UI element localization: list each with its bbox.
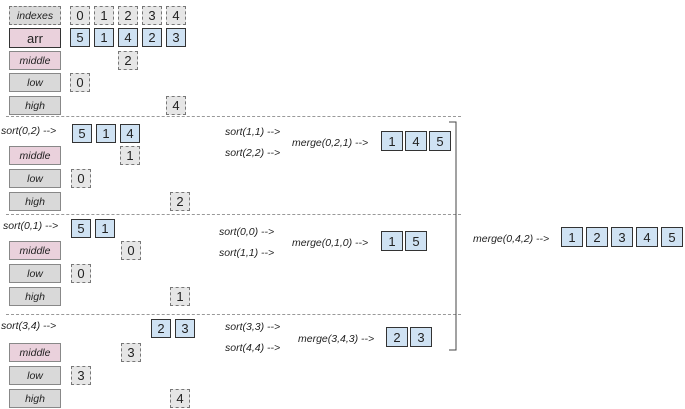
- sub-sort-call: sort(0,0) -->: [219, 226, 275, 238]
- middle-value: 2: [118, 51, 138, 70]
- middle-label: middle: [9, 343, 61, 362]
- final-result-cell: 2: [586, 227, 608, 247]
- high-label: high: [9, 389, 61, 408]
- sub-sort-call: sort(3,3) -->: [225, 321, 281, 333]
- index-cell: 3: [142, 6, 162, 25]
- low-label: low: [9, 73, 61, 92]
- sort-call: sort(3,4) -->: [1, 320, 57, 332]
- final-result-cell: 1: [561, 227, 583, 247]
- merge-result-cell: 1: [381, 231, 403, 251]
- array-cell: 5: [72, 124, 92, 143]
- array-cell: 4: [120, 124, 140, 143]
- merge-result-cell: 5: [405, 231, 427, 251]
- arr-label: arr: [9, 28, 61, 48]
- array-cell: 3: [175, 319, 195, 338]
- merge-result-cell: 1: [381, 131, 403, 151]
- array-cell: 1: [96, 124, 116, 143]
- merge-result-cell: 5: [429, 131, 451, 151]
- middle-label: middle: [9, 241, 61, 260]
- high-label: high: [9, 287, 61, 306]
- array-cell: 1: [95, 219, 115, 238]
- low-label: low: [9, 169, 61, 188]
- middle-label: middle: [9, 146, 61, 165]
- sub-sort-call: sort(1,1) -->: [225, 126, 281, 138]
- arr-cell: 2: [142, 28, 162, 47]
- low-value: 0: [70, 73, 90, 92]
- index-cell: 4: [166, 6, 186, 25]
- low-label: low: [9, 366, 61, 385]
- index-cell: 2: [118, 6, 138, 25]
- middle-value: 3: [121, 343, 141, 362]
- merge-call: merge(3,4,3) -->: [298, 333, 375, 345]
- index-cell: 1: [94, 6, 114, 25]
- sub-sort-call: sort(2,2) -->: [225, 147, 281, 159]
- sort-call: sort(0,1) -->: [3, 220, 59, 232]
- index-cell: 0: [70, 6, 90, 25]
- high-value: 1: [170, 287, 190, 306]
- middle-label: middle: [9, 51, 61, 70]
- final-result-cell: 3: [611, 227, 633, 247]
- low-value: 3: [71, 366, 91, 385]
- high-label: high: [9, 192, 61, 211]
- sub-sort-call: sort(1,1) -->: [219, 247, 275, 259]
- merge-result-cell: 2: [386, 327, 408, 347]
- low-label: low: [9, 264, 61, 283]
- final-merge-call: merge(0,4,2) -->: [473, 233, 550, 245]
- arr-cell: 3: [166, 28, 186, 47]
- middle-value: 1: [120, 146, 140, 165]
- merge-call: merge(0,2,1) -->: [292, 137, 369, 149]
- final-result-cell: 4: [636, 227, 658, 247]
- arr-cell: 1: [94, 28, 114, 47]
- indexes-label: indexes: [9, 6, 61, 25]
- sort-call: sort(0,2) -->: [1, 125, 57, 137]
- divider: [6, 116, 461, 117]
- merge-result-cell: 4: [405, 131, 427, 151]
- divider: [6, 214, 461, 215]
- arr-cell: 5: [70, 28, 90, 47]
- merge-call: merge(0,1,0) -->: [292, 237, 369, 249]
- divider: [6, 314, 461, 315]
- array-cell: 5: [71, 219, 91, 238]
- low-value: 0: [71, 264, 91, 283]
- array-cell: 2: [151, 319, 171, 338]
- merge-result-cell: 3: [410, 327, 432, 347]
- high-value: 2: [170, 192, 190, 211]
- high-label: high: [9, 96, 61, 115]
- sub-sort-call: sort(4,4) -->: [225, 342, 281, 354]
- high-value: 4: [166, 96, 186, 115]
- final-result-cell: 5: [661, 227, 683, 247]
- high-value: 4: [170, 389, 190, 408]
- middle-value: 0: [121, 241, 141, 260]
- arr-cell: 4: [118, 28, 138, 47]
- low-value: 0: [71, 169, 91, 188]
- bracket-icon: [449, 121, 457, 351]
